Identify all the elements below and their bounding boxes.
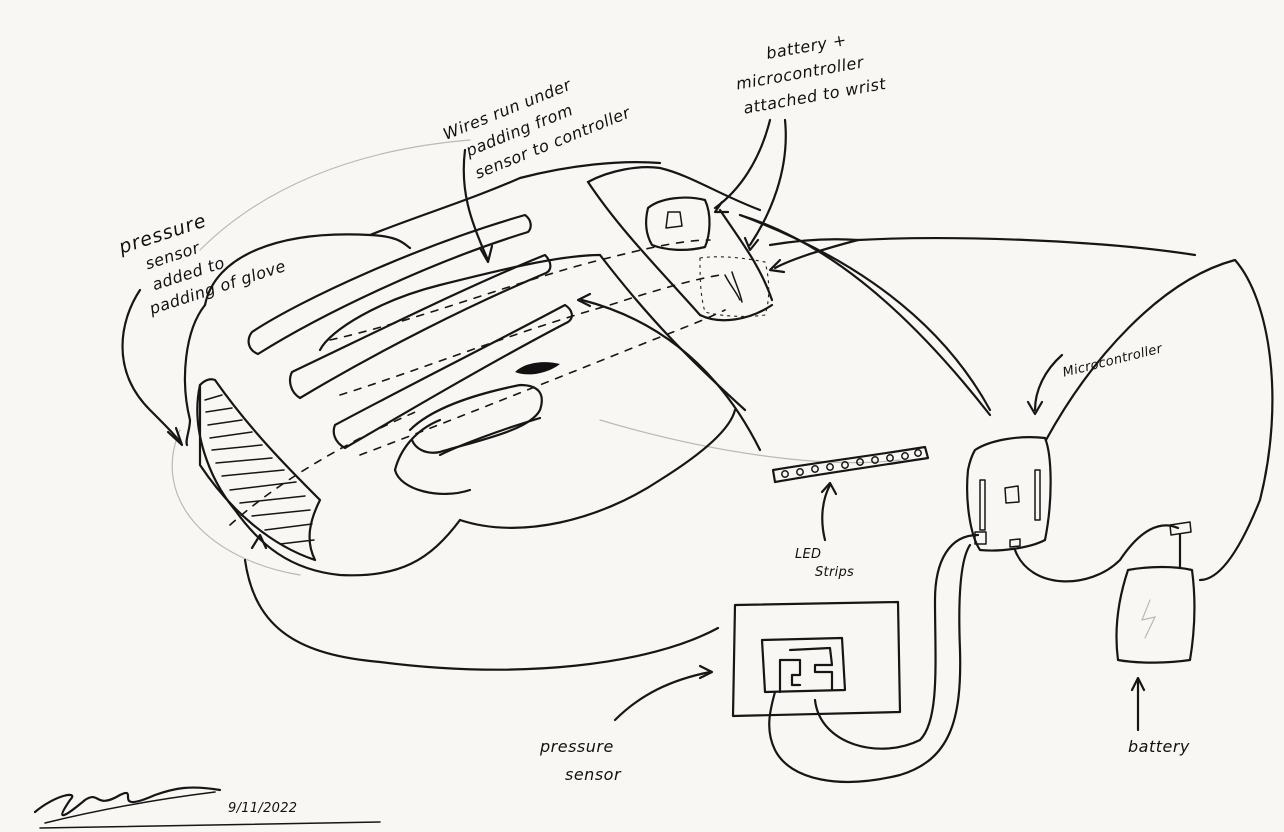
led-strip: [771, 445, 930, 484]
svg-text:pressure: pressure: [539, 737, 614, 756]
label-wires: Wires run under padding from sensor to c…: [440, 75, 634, 183]
lightning-icon: [1141, 599, 1157, 639]
glove-pressure-pad: [198, 378, 322, 562]
annotation-arrows: [121, 118, 1146, 732]
label-pressure-sensor: pressure sensor: [539, 737, 622, 784]
battery-pack: [1115, 521, 1196, 664]
signature: [33, 786, 381, 829]
pencil-guide-lines: [171, 139, 901, 576]
glove-outline: [183, 161, 992, 577]
wrist-modules: [645, 196, 770, 317]
signature-date: 9/11/2022: [228, 801, 297, 816]
label-led-strips: LED Strips: [795, 547, 854, 580]
finger-padding-strips: [247, 213, 573, 495]
wire-dashed-paths: [229, 239, 726, 526]
label-battery-microcontroller: battery + microcontroller attached to wr…: [735, 30, 888, 118]
svg-text:LED: LED: [795, 547, 821, 562]
label-pressure-sensor-glove: pressure sensor added to padding of glov…: [115, 210, 288, 319]
pressure-sensor-board: [731, 600, 902, 718]
svg-text:sensor: sensor: [565, 765, 622, 784]
label-microcontroller: Microcontroller: [1061, 341, 1165, 381]
microcontroller-board: [966, 436, 1052, 552]
svg-text:Strips: Strips: [815, 565, 854, 580]
wires: [243, 213, 1274, 783]
label-battery: battery: [1128, 737, 1190, 756]
ink-blot: [515, 362, 560, 375]
